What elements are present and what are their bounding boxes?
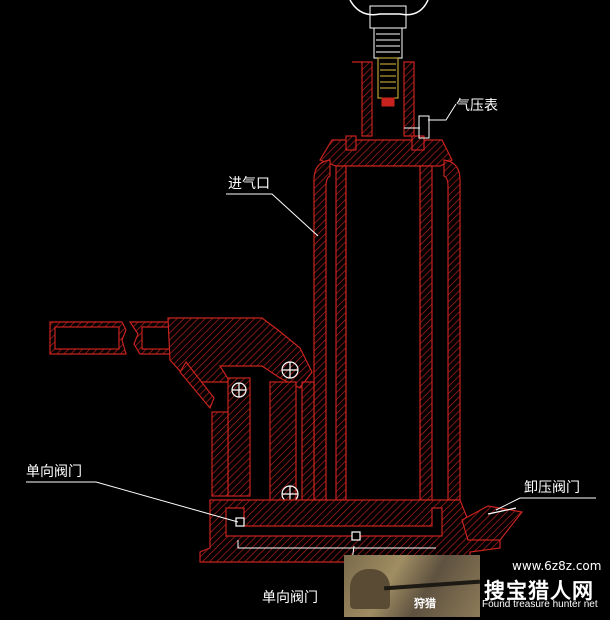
jack-base [199,499,501,563]
gauge-top [349,0,429,16]
watermark-subtitle: Found treasure hunter net [482,599,598,610]
watermark-url: www.6z8z.com [512,559,602,573]
label-pressure-gauge: 气压表 [456,98,498,114]
pump-assembly [211,377,315,503]
hunter-figure [350,569,390,609]
watermark-banner: 狩猎 www.6z8z.com 搜宝猎人网 Found treasure hun… [344,555,606,617]
label-check-valve-left: 单向阀门 [26,464,82,480]
label-unload-valve: 卸压阀门 [524,480,580,496]
top-screw-assembly [369,5,407,107]
label-check-valve-bottom: 单向阀门 [262,590,318,606]
cylinder-cap [319,61,453,167]
rifle-shape [383,579,480,591]
jack-body-walls [313,159,461,507]
gauge-port [404,115,430,139]
unload-valve-part [461,505,524,541]
watermark-photo-tag: 狩猎 [414,597,436,610]
jack-handle [49,317,313,410]
watermark-photo: 狩猎 [344,555,480,617]
label-air-inlet: 进气口 [228,176,270,192]
watermark-title: 搜宝猎人网 [484,578,594,603]
